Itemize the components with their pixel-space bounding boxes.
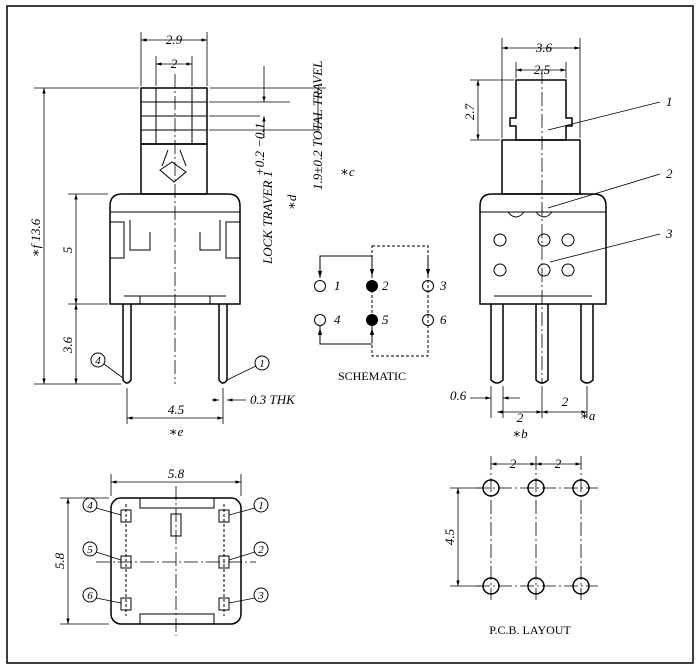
side-dim-pitch-b: 2 xyxy=(517,410,524,425)
bottom-pin-label-3: 3 xyxy=(257,590,264,602)
front-pin-1-label: 1 xyxy=(259,358,265,370)
bottom-dim-width: 5.8 xyxy=(168,466,185,481)
note-a: ∗a xyxy=(580,408,596,423)
schem-contact-1 xyxy=(314,280,326,292)
side-hole xyxy=(561,233,575,247)
side-actuator xyxy=(509,79,573,141)
side-dim-pitch-a: 2 xyxy=(562,394,569,409)
front-pin-left xyxy=(122,304,132,384)
bottom-pin-label-6: 6 xyxy=(87,590,93,602)
side-hole xyxy=(493,233,507,247)
note-e: ∗e xyxy=(169,424,184,439)
front-body xyxy=(109,193,241,305)
lock-travel-tolerance: +0.2 −0.1 xyxy=(252,123,267,176)
bottom-tab-bottom xyxy=(139,613,215,625)
note-b: ∗b xyxy=(512,426,528,441)
schem-contact-2 xyxy=(366,280,378,292)
bottom-pin-label-1: 1 xyxy=(258,500,264,512)
side-view: 3.6 2.5 2.7 1 2 3 0.6 2 ∗b 2 ∗a xyxy=(450,38,673,441)
thk-label: 0.3 THK xyxy=(250,392,296,407)
schem-contact-5 xyxy=(366,314,378,326)
side-hole xyxy=(537,263,551,277)
total-travel-label: 1.9±0.2 TOTAL TRAVEL xyxy=(310,61,325,190)
pcb-dim-pitch-1: 2 xyxy=(510,456,517,471)
dim-total-height: ∗f 13.6 xyxy=(28,218,43,257)
dim-width-inner: 2 xyxy=(171,56,178,71)
pcb-dim-row-spacing: 4.5 xyxy=(442,528,457,545)
bottom-pin-marker xyxy=(253,497,269,513)
front-pin-right xyxy=(218,304,228,384)
side-dim-width-outer: 3.6 xyxy=(535,40,553,55)
schem-label-4: 4 xyxy=(334,312,341,327)
bottom-tab-top xyxy=(139,497,215,509)
bottom-pin-marker xyxy=(253,587,269,603)
schem-label-1: 1 xyxy=(334,278,341,293)
side-pin xyxy=(580,304,594,384)
schematic-dashed-box xyxy=(371,245,429,357)
dim-body-height: 5 xyxy=(60,246,75,253)
note-d: ∗d xyxy=(284,194,299,210)
dim-pin-width: 0.6 xyxy=(450,388,467,403)
schem-contact-3 xyxy=(422,280,434,292)
bottom-pin-marker xyxy=(253,541,269,557)
side-neck xyxy=(501,139,581,195)
bottom-view: 4 5 6 1 2 3 5.8 5.8 xyxy=(52,466,269,636)
bottom-pin-marker xyxy=(82,587,98,603)
bottom-dim-height: 5.8 xyxy=(52,552,67,569)
bottom-pin-label-2: 2 xyxy=(258,544,264,556)
schem-contact-4 xyxy=(314,314,326,326)
note-c: ∗c xyxy=(340,164,355,179)
schem-contact-6 xyxy=(422,314,434,326)
side-dim-height: 2.7 xyxy=(462,103,477,120)
bottom-pin-label-4: 4 xyxy=(87,500,93,512)
front-pin-1-marker xyxy=(254,355,270,371)
callout-2: 2 xyxy=(666,166,673,181)
lock-travel-label: LOCK TRAVER 1 xyxy=(260,171,275,265)
bottom-pin-marker xyxy=(82,541,98,557)
bottom-pin-label-5: 5 xyxy=(87,544,93,556)
lock-mechanism xyxy=(159,161,187,183)
callout-3: 3 xyxy=(665,226,673,241)
side-hole xyxy=(561,263,575,277)
front-pin-4-label: 4 xyxy=(95,355,101,367)
callout-1: 1 xyxy=(666,94,673,109)
front-view: 2.9 2 ∗f 13.6 5 3.6 4.5 ∗e 0.3 THK 4 xyxy=(28,32,355,439)
schem-label-5: 5 xyxy=(382,312,389,327)
side-pin xyxy=(490,304,504,384)
schem-label-2: 2 xyxy=(382,278,389,293)
dim-width-outer: 2.9 xyxy=(166,32,183,47)
sheet-border xyxy=(6,5,694,664)
pcb-dim-pitch-2: 2 xyxy=(555,456,562,471)
side-hole xyxy=(537,233,551,247)
front-pin-4-marker xyxy=(90,352,106,368)
side-dim-width-inner: 2.5 xyxy=(534,62,551,77)
dim-pin-pitch: 4.5 xyxy=(168,402,185,417)
schematic: 1 2 3 4 5 6 SCHEMATIC xyxy=(314,245,447,383)
front-neck xyxy=(140,143,208,195)
pcb-layout: 2 2 4.5 P.C.B. LAYOUT xyxy=(442,456,598,637)
schem-label-6: 6 xyxy=(440,312,447,327)
schematic-title: SCHEMATIC xyxy=(338,369,406,383)
side-hole xyxy=(493,263,507,277)
side-body xyxy=(479,193,607,305)
pcb-title: P.C.B. LAYOUT xyxy=(489,623,571,637)
schem-label-3: 3 xyxy=(439,278,447,293)
dim-pin-length: 3.6 xyxy=(60,336,75,354)
